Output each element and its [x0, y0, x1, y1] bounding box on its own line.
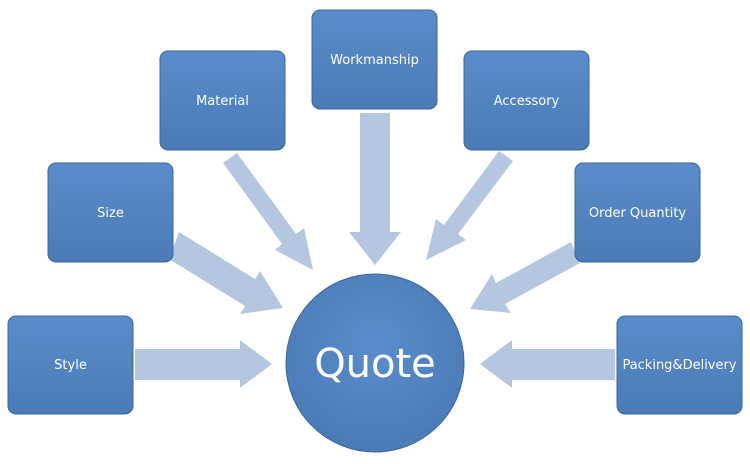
- node-packing-delivery-label: Packing&Delivery: [622, 358, 736, 373]
- node-style-label: Style: [54, 358, 87, 373]
- arrow-material: [223, 153, 313, 270]
- arrow-size: [169, 232, 283, 314]
- node-size-label: Size: [97, 206, 124, 221]
- node-packing-delivery: Packing&Delivery: [616, 315, 743, 415]
- node-material: Material: [159, 50, 286, 151]
- node-accessory-label: Accessory: [494, 94, 560, 109]
- node-order-quantity-label: Order Quantity: [589, 206, 687, 221]
- node-style: Style: [7, 315, 134, 415]
- center-quote-label: Quote: [314, 341, 436, 387]
- arrow-accessory: [426, 151, 513, 260]
- node-accessory: Accessory: [463, 50, 590, 151]
- arrow-workmanship: [349, 113, 401, 265]
- arrow-style: [135, 340, 272, 388]
- node-workmanship: Workmanship: [311, 9, 438, 110]
- node-size: Size: [47, 162, 174, 263]
- node-material-label: Material: [196, 94, 249, 109]
- node-order-quantity: Order Quantity: [574, 162, 701, 263]
- arrow-order-quantity: [470, 242, 580, 313]
- center-quote: Quote: [285, 273, 465, 453]
- arrows: [135, 113, 615, 388]
- node-workmanship-label: Workmanship: [330, 53, 419, 68]
- arrow-packing-delivery: [480, 340, 615, 388]
